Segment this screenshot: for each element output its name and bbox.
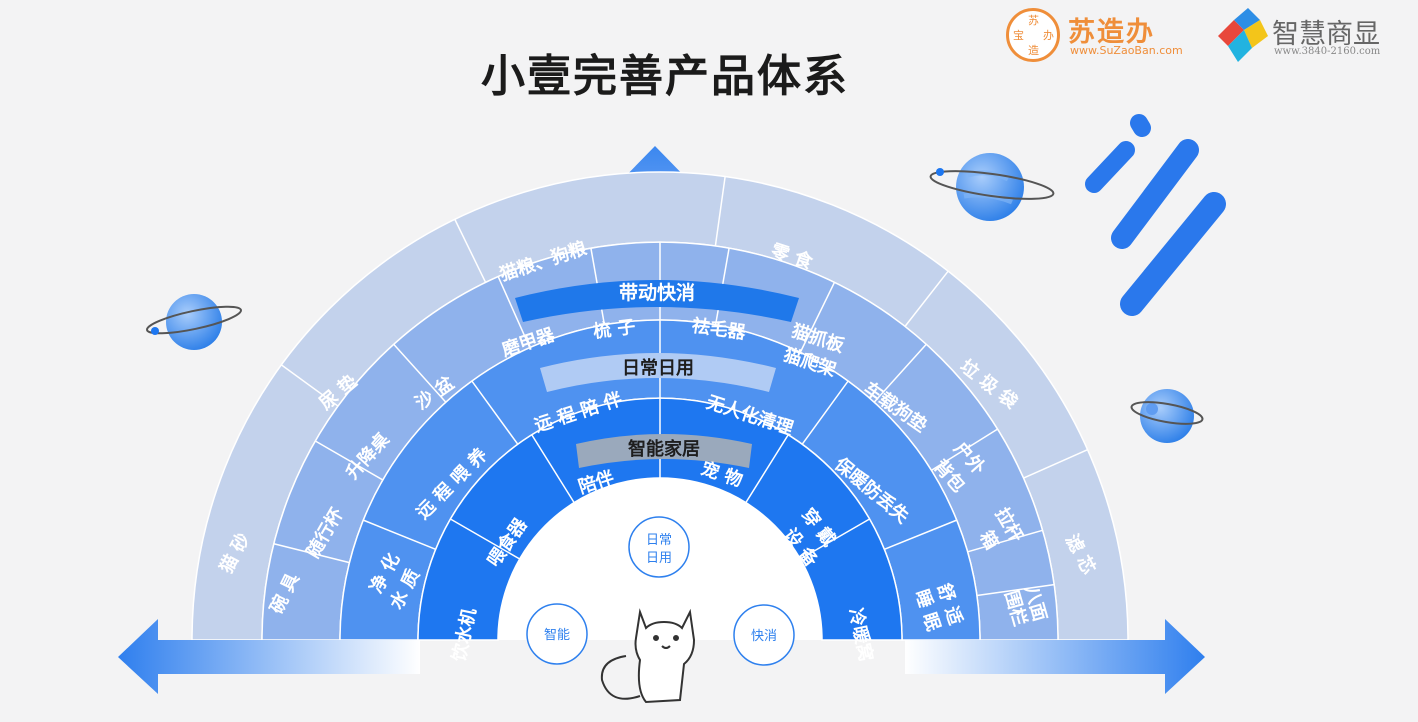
band-dongxiao — [515, 280, 799, 322]
ring-divider — [801, 380, 849, 445]
ring-divider — [273, 542, 350, 564]
seal-char: 办 — [1043, 29, 1054, 42]
planet-icon — [929, 153, 1055, 221]
band-richang-label: 日常日用 — [622, 357, 694, 379]
seal-char: 宝 — [1013, 29, 1024, 42]
ring-divider — [280, 364, 339, 407]
suzaoban-name: 苏造办 — [1068, 17, 1155, 48]
ring-divider — [967, 529, 1043, 553]
ring-divider — [471, 380, 519, 445]
ring-divider — [1023, 448, 1088, 479]
ring-divider — [799, 518, 870, 560]
ring-divider — [450, 518, 521, 560]
seal-char: 苏 — [1028, 14, 1039, 27]
band-zhineng-label: 智能家居 — [628, 438, 700, 460]
ring-divider — [930, 428, 998, 472]
zhihui-logo: 智慧商显 www.3840-2160.com — [1208, 8, 1413, 64]
left-arrow — [118, 619, 420, 694]
ring-divider — [363, 519, 436, 551]
ring-divider — [314, 440, 384, 481]
page-title: 小壹完善产品体系 — [481, 51, 849, 102]
suzaoban-url: www.SuZaoBan.com — [1070, 44, 1183, 57]
ring-divider — [714, 176, 726, 246]
planet-icon — [146, 294, 242, 350]
badge-smart-label: 智能 — [544, 628, 570, 643]
ring-divider — [799, 281, 836, 353]
badge-daily: 日常 日用 — [628, 516, 690, 578]
seal-icon: 苏 宝 办 造 — [1006, 8, 1060, 62]
seal-char: 造 — [1028, 44, 1039, 57]
ring-divider — [745, 434, 789, 504]
svg-text:日常: 日常 — [646, 533, 672, 548]
ring-divider — [497, 276, 531, 348]
ring-divider — [976, 583, 1055, 597]
ring-divider — [884, 519, 957, 551]
diamond-logo-icon — [1218, 8, 1268, 62]
badge-fast: 快消 — [733, 604, 795, 666]
zhihui-name: 智慧商显 — [1272, 19, 1380, 50]
band-zhineng — [576, 434, 752, 468]
ring-divider — [531, 434, 575, 504]
ring-divider — [873, 343, 927, 403]
svg-text:日用: 日用 — [646, 551, 672, 566]
band-dongxiao-label: 带动快消 — [619, 281, 695, 304]
zhihui-url: www.3840-2160.com — [1274, 46, 1381, 57]
badge-fast-label: 快消 — [751, 629, 777, 644]
streaks-icon — [1085, 114, 1226, 316]
suzaoban-logo: 苏 宝 办 造 苏造办 www.SuZaoBan.com — [1006, 8, 1190, 64]
label-shuzi: 梳 子 — [592, 316, 637, 343]
badge-smart: 智能 — [526, 603, 588, 665]
band-richang — [540, 353, 776, 392]
ring-divider — [393, 343, 447, 403]
ring-divider — [904, 270, 949, 327]
planet-icon — [1130, 389, 1204, 443]
ring-divider — [454, 219, 487, 283]
cat-icon — [600, 608, 696, 704]
right-arrow — [905, 619, 1205, 694]
